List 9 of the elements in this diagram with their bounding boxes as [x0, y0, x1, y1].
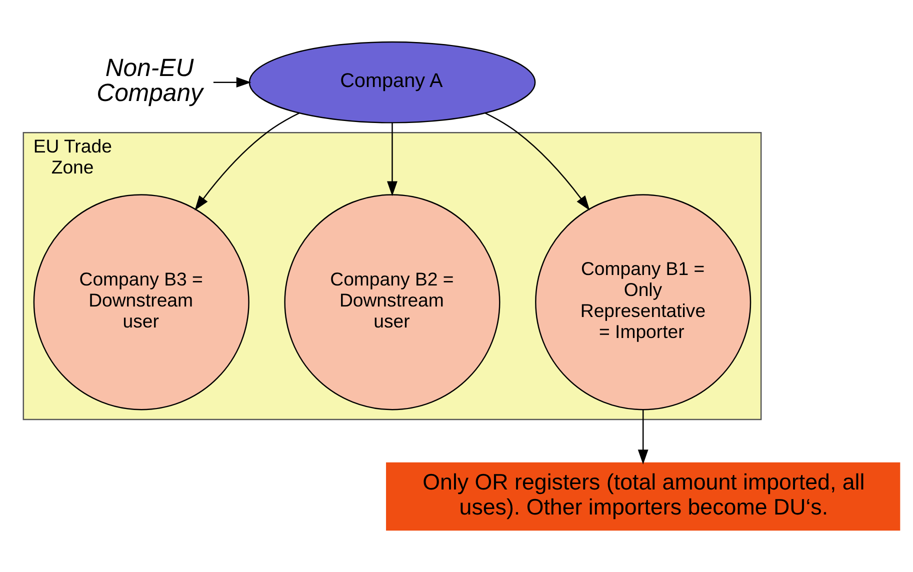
node-ellipse: Company A: [248, 41, 536, 124]
node-circle: Company B2 = Downstream user: [284, 194, 500, 410]
arrow: [484, 112, 590, 210]
arrow: [387, 122, 398, 196]
node-box: Only OR registers (total amount imported, all uses). Other importers become DU‘s.: [386, 462, 900, 531]
arrow: [213, 77, 252, 88]
arrow: [638, 410, 648, 464]
arrow: [194, 112, 300, 210]
node-text: Non-EU Company: [96, 55, 203, 107]
